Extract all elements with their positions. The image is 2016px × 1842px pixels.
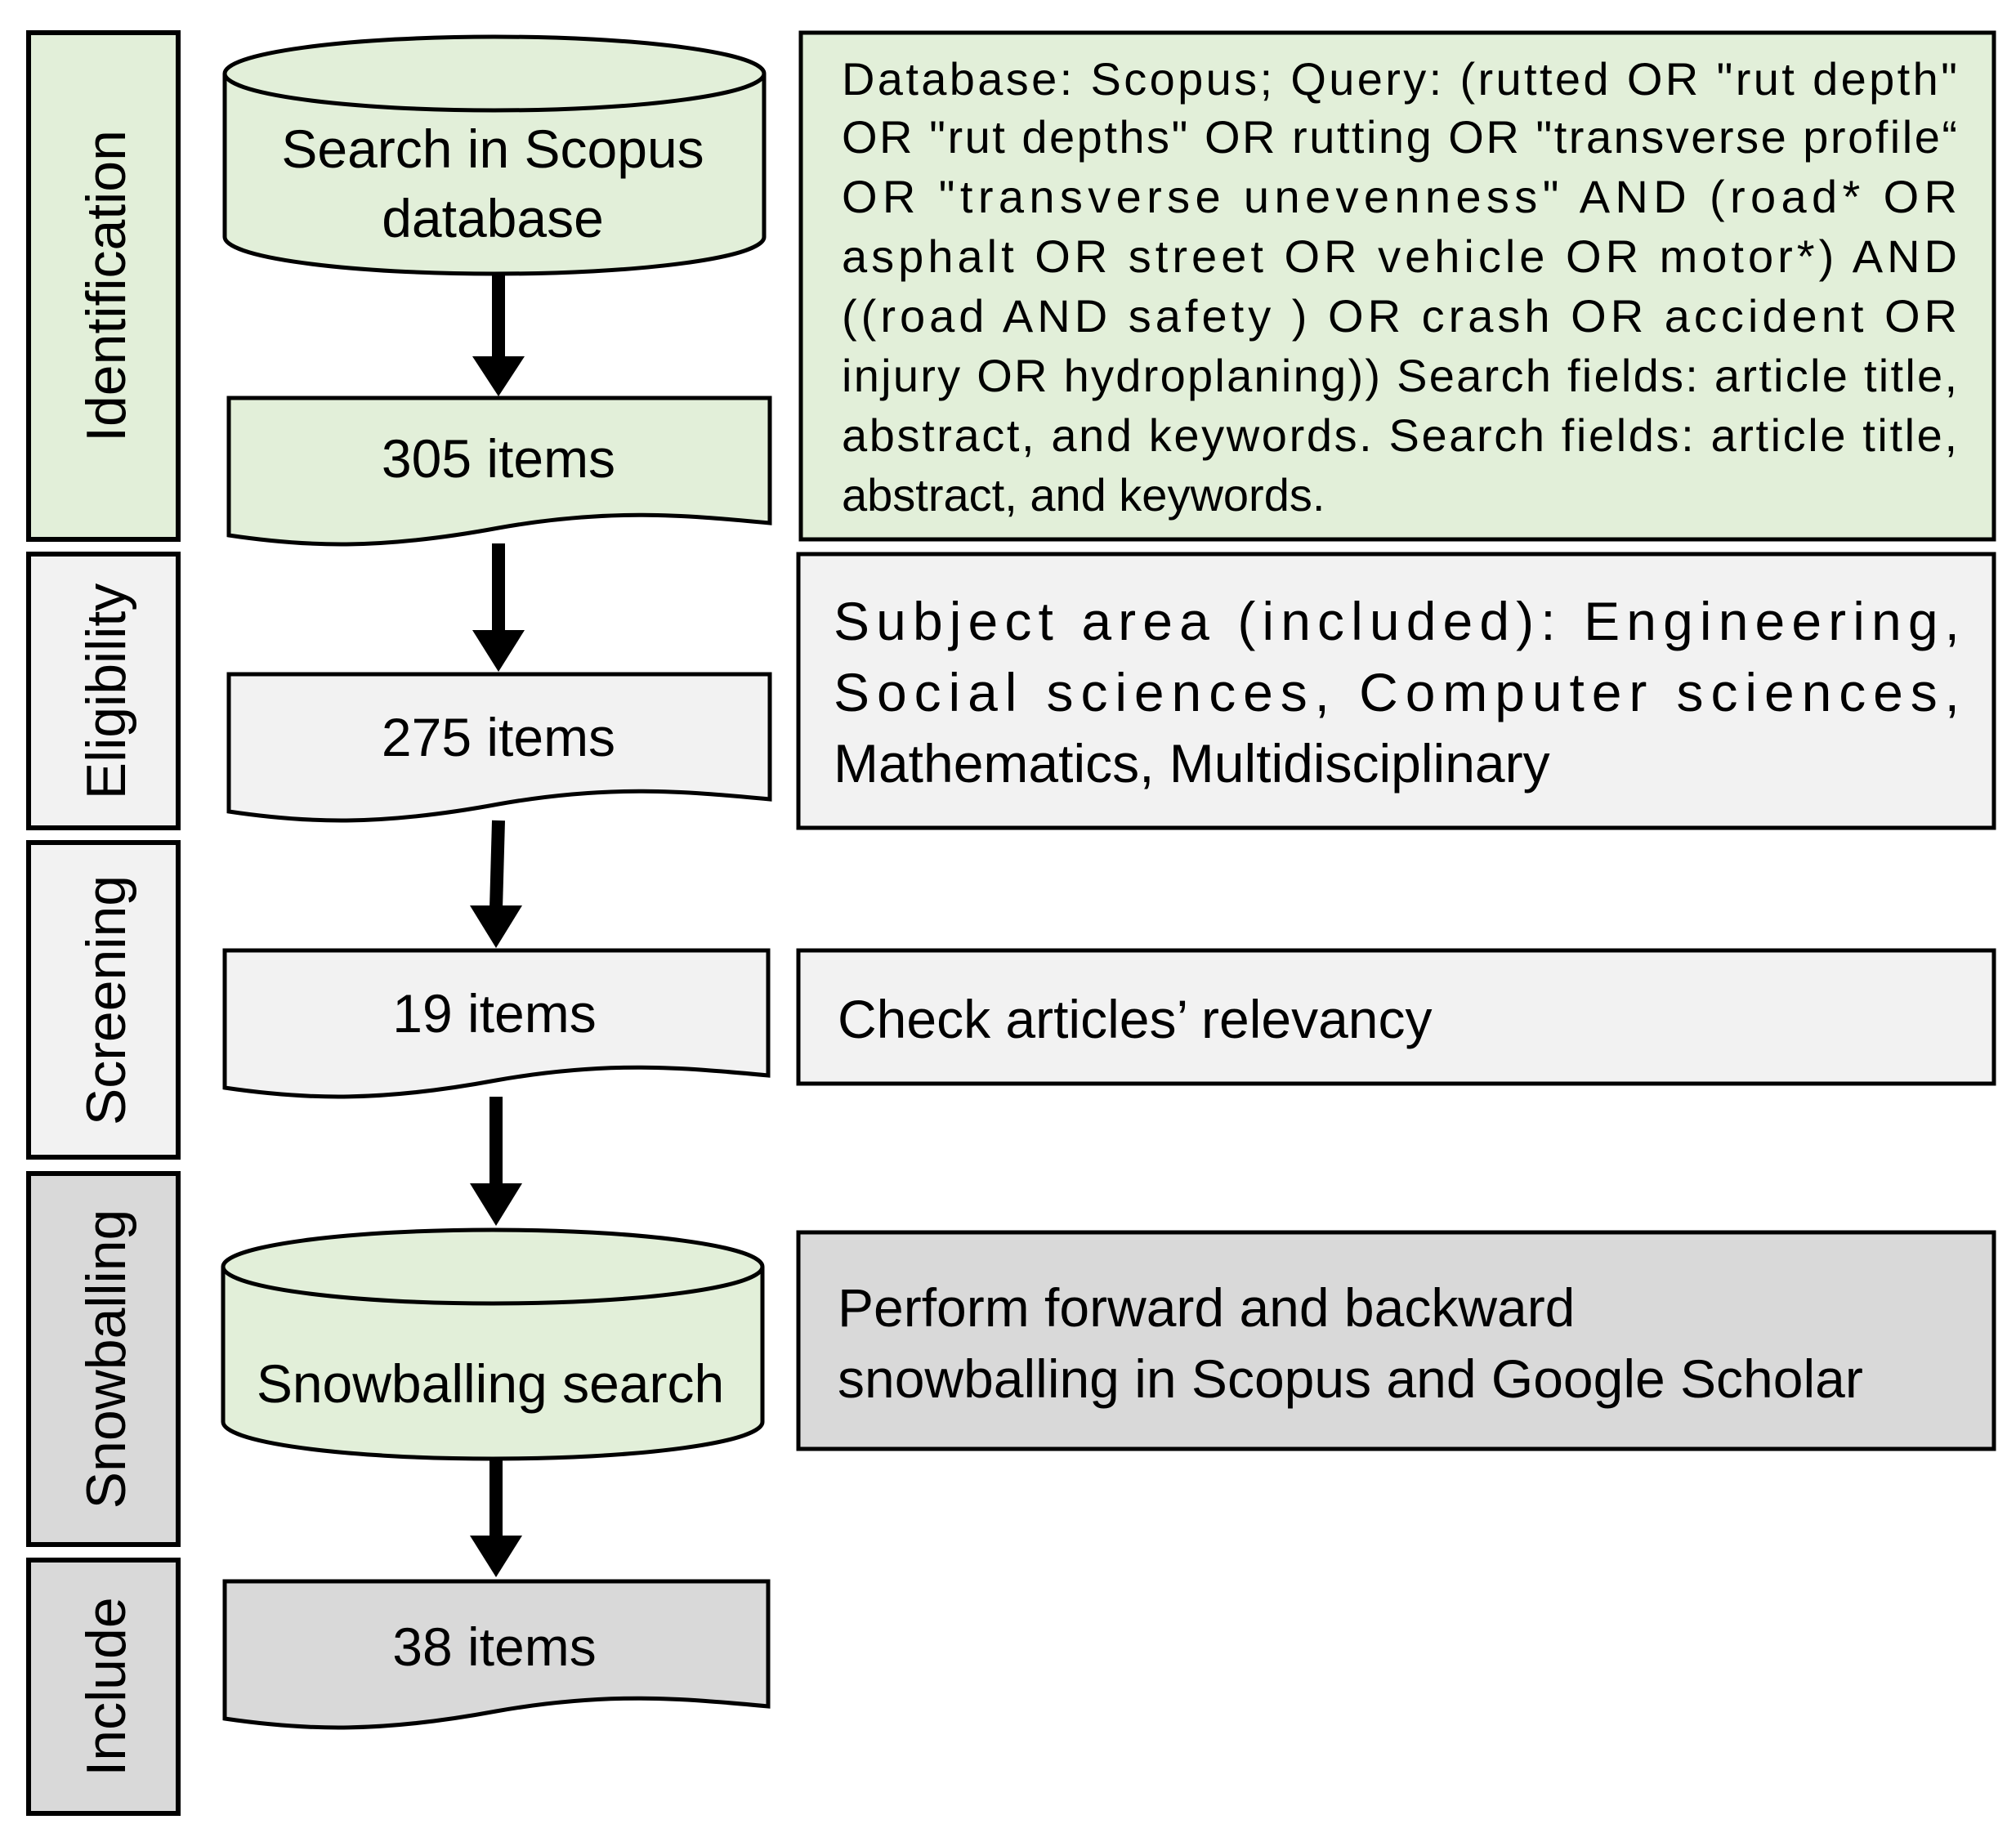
node-label: 19 items xyxy=(392,983,596,1044)
database-shape xyxy=(221,1267,765,1461)
subject-area-note: Subject area (included): Engineering, So… xyxy=(796,552,1996,830)
node-label: 275 items xyxy=(382,707,615,767)
phase-identification-box xyxy=(26,30,181,542)
query-note: Database: Scopus; Query: (rutted OR "rut… xyxy=(798,30,1996,542)
description-notes: Database: Scopus; Query: (rutted OR "rut… xyxy=(796,30,1996,1451)
snowballing-line: snowballing in Scopus and Google Scholar xyxy=(838,1348,1863,1409)
flow-nodes: Search in Scopus database 305 items 275 … xyxy=(221,34,772,1730)
phase-sidebar: Identification Eligibility Screening Sno… xyxy=(26,30,181,1816)
relevancy-note: Check articles’ relevancy xyxy=(796,948,1996,1086)
phase-screening-label: Screening xyxy=(75,875,137,1125)
items-305-document-node: 305 items xyxy=(226,396,772,547)
query-line: injury OR hydroplaning)) Search fields: … xyxy=(842,350,1957,401)
query-line: asphalt OR street OR vehicle OR motor*) … xyxy=(842,230,1957,282)
relevancy-line: Check articles’ relevancy xyxy=(838,989,1432,1049)
snowballing-note: Perform forward and backward snowballing… xyxy=(796,1230,1996,1451)
node-label: 305 items xyxy=(382,428,615,489)
query-line: abstract, and keywords. xyxy=(842,469,1325,521)
phase-include: Include xyxy=(26,1558,181,1816)
phase-eligibility-box xyxy=(26,552,181,830)
query-line: OR "transverse unevenness" AND (road* OR xyxy=(842,171,1957,222)
items-38-document-node: 38 items xyxy=(222,1579,771,1730)
flow-arrow xyxy=(470,820,522,948)
flow-arrow xyxy=(472,543,525,672)
snowballing-search-database-node: Snowballing search xyxy=(221,1227,765,1461)
query-note-box xyxy=(798,30,1996,542)
node-label: 38 items xyxy=(392,1616,596,1677)
phase-screening-box xyxy=(26,840,181,1160)
scopus-search-database-node: Search in Scopus database xyxy=(222,34,767,276)
subject-area-note-box xyxy=(796,552,1996,830)
phase-eligibility: Eligibility xyxy=(26,552,181,830)
flow-arrow xyxy=(472,274,525,396)
phase-identification: Identification xyxy=(26,30,181,542)
subject-area-line: Subject area (included): Engineering, xyxy=(834,591,1960,651)
node-label-line: database xyxy=(382,188,604,248)
items-19-document-node: 19 items xyxy=(222,948,771,1099)
database-top xyxy=(222,34,767,113)
phase-identification-label: Identification xyxy=(75,130,137,442)
phase-eligibility-label: Eligibility xyxy=(75,583,137,800)
phase-screening: Screening xyxy=(26,840,181,1160)
node-label: Snowballing search xyxy=(257,1353,724,1414)
snowballing-note-box xyxy=(796,1230,1996,1451)
document-shape xyxy=(222,1579,771,1730)
database-shape xyxy=(222,74,767,276)
flow-arrows xyxy=(470,274,525,1577)
phase-snowballing-label: Snowballing xyxy=(75,1209,137,1509)
query-line: ((road AND safety ) OR crash OR accident… xyxy=(842,290,1957,342)
phase-snowballing-box xyxy=(26,1171,181,1547)
phase-include-label: Include xyxy=(75,1597,137,1776)
flow-arrow xyxy=(470,1097,522,1226)
snowballing-line: Perform forward and backward xyxy=(838,1277,1575,1338)
flow-arrow xyxy=(470,1460,522,1577)
database-top xyxy=(221,1227,765,1306)
phase-snowballing: Snowballing xyxy=(26,1171,181,1547)
relevancy-note-box xyxy=(796,948,1996,1086)
query-line: abstract, and keywords. Search fields: a… xyxy=(842,409,1957,461)
document-shape xyxy=(226,396,772,547)
query-line: OR "rut depths" OR rutting OR "transvers… xyxy=(842,111,1957,163)
query-line: Database: Scopus; Query: (rutted OR "rut… xyxy=(842,53,1957,105)
node-label-line: Search in Scopus xyxy=(281,118,704,179)
items-275-document-node: 275 items xyxy=(226,672,772,823)
subject-area-line: Mathematics, Multidisciplinary xyxy=(834,733,1550,794)
document-shape xyxy=(222,948,771,1099)
document-shape xyxy=(226,672,772,823)
phase-include-box xyxy=(26,1558,181,1816)
